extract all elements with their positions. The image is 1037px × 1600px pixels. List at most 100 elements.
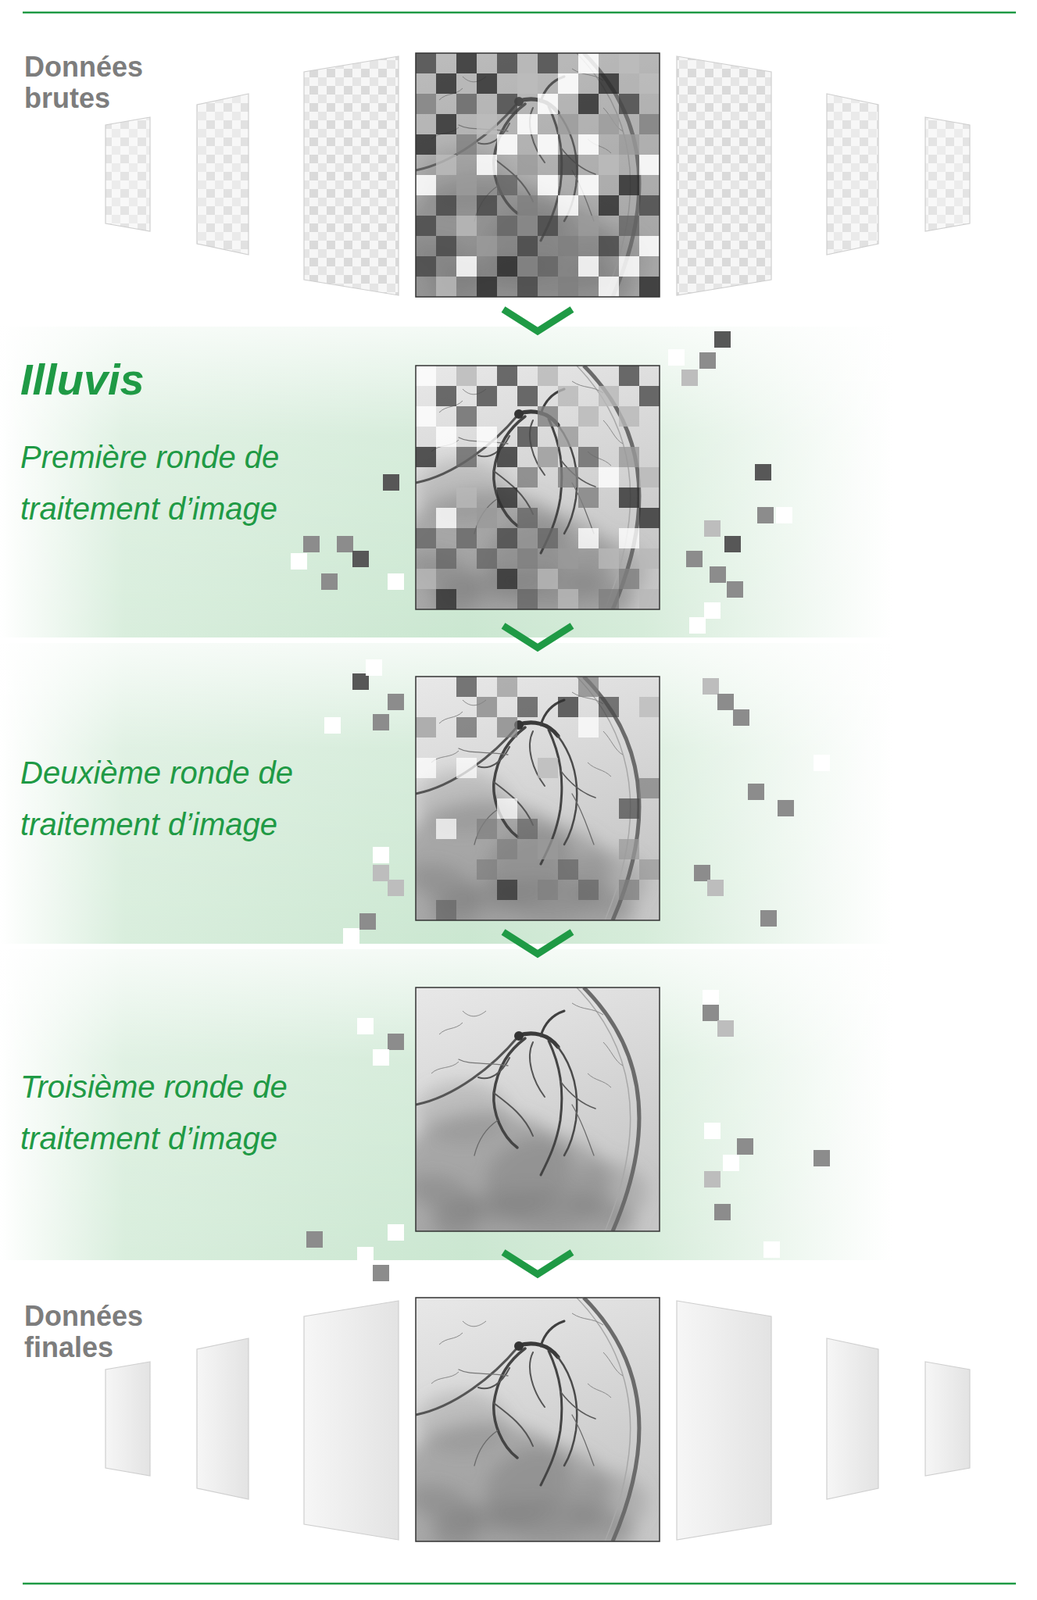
noise-cell [639, 467, 660, 488]
noise-cell [639, 589, 660, 610]
noise-cell [456, 93, 477, 115]
coronary-vessel [493, 1348, 526, 1459]
noise-cell [517, 53, 538, 74]
small-vessel [603, 1352, 623, 1377]
pixel-fragment [726, 581, 744, 598]
noise-cell [497, 798, 518, 819]
noise-cell [497, 256, 518, 277]
noise-cell [517, 276, 538, 297]
noise-cell [618, 256, 640, 277]
pixel-fragment [681, 369, 698, 387]
noise-cell [415, 73, 437, 94]
stage-label: Troisième ronde de traitement d’image [20, 1061, 396, 1165]
noise-cell [517, 195, 538, 216]
noise-cell [436, 900, 457, 921]
noise-cell [618, 236, 640, 257]
noise-cell [639, 175, 660, 196]
pixel-fragment [668, 349, 685, 366]
noise-cell [618, 406, 640, 427]
stage-label: Données brutes [24, 51, 197, 115]
noise-cell [557, 93, 579, 115]
noise-cell [436, 154, 457, 176]
edge-arc [583, 987, 640, 1232]
frame-border [415, 987, 660, 1232]
band-fade [0, 949, 1037, 1261]
pixel-fragment [699, 352, 716, 369]
noise-cell [557, 256, 579, 277]
noise-cell [537, 53, 558, 74]
angiogram-image [415, 1298, 660, 1542]
catheter-tip [514, 409, 524, 419]
noise-cell [578, 446, 599, 468]
noise-cell [456, 236, 477, 257]
noise-cell [497, 53, 518, 74]
noise-cell [578, 487, 599, 508]
noise-cell [517, 697, 538, 718]
noise-cell [476, 426, 498, 447]
band-fade [0, 643, 1037, 945]
noise-cell [618, 53, 640, 74]
small-vessel [587, 1383, 612, 1399]
noise-cell [436, 93, 457, 115]
noise-cell [415, 256, 437, 277]
noise-cell [639, 93, 660, 115]
pixel-fragment [702, 678, 719, 695]
noise-cell [557, 236, 579, 257]
noise-cell [557, 195, 579, 216]
noise-cell [557, 215, 579, 237]
noise-cell [639, 276, 660, 297]
noise-cell [415, 175, 437, 196]
noise-cell [415, 215, 437, 237]
noise-cell [517, 507, 538, 529]
noise-cell [598, 195, 619, 216]
noise-cell [476, 154, 498, 176]
final-frame-panel [105, 1362, 151, 1477]
pixel-fragment [736, 1138, 754, 1156]
noise-cell [557, 53, 579, 74]
pixel-fragment [372, 865, 390, 882]
noise-cell [578, 528, 599, 549]
noise-cell [415, 758, 437, 779]
small-vessel [462, 1321, 487, 1327]
pixel-fragment [747, 783, 765, 801]
final-frame-panel [303, 1301, 399, 1541]
heart-shadow [415, 1081, 647, 1232]
noise-cell [476, 53, 498, 74]
noise-cell [578, 406, 599, 427]
band-fade [0, 326, 1037, 638]
noise-cell [497, 73, 518, 94]
noise-cell [639, 114, 660, 135]
noise-cell [639, 53, 660, 74]
noise-cell [436, 73, 457, 94]
pixel-fragment [686, 550, 703, 568]
noise-cell [517, 154, 538, 176]
noise-cell [578, 53, 599, 74]
noise-cell [618, 276, 640, 297]
noise-cell [436, 548, 457, 569]
flow-chevron [503, 625, 573, 648]
pixel-fragment [324, 717, 341, 734]
noise-cell [517, 236, 538, 257]
coronary-vessel [493, 1403, 533, 1447]
noise-cell [415, 528, 437, 549]
noise-cell [476, 215, 498, 237]
coronary-vessel [540, 1040, 562, 1176]
image-ground [415, 53, 660, 297]
small-vessel [587, 762, 612, 777]
noise-cell [639, 195, 660, 216]
noise-cell [557, 467, 579, 488]
frame-border [415, 1298, 660, 1542]
pixel-fragment [303, 536, 320, 553]
coronary-vessel [493, 1093, 533, 1137]
pixel-fragment [365, 659, 383, 676]
coronary-vessel [474, 1430, 498, 1467]
noise-cell [598, 589, 619, 610]
pixel-fragment [704, 602, 721, 619]
noise-cell [456, 154, 477, 176]
stage-band [0, 949, 1037, 1261]
noise-cell [497, 879, 518, 901]
pixel-fragment [777, 800, 794, 817]
noise-cell [476, 818, 498, 840]
noise-cell [639, 697, 660, 718]
